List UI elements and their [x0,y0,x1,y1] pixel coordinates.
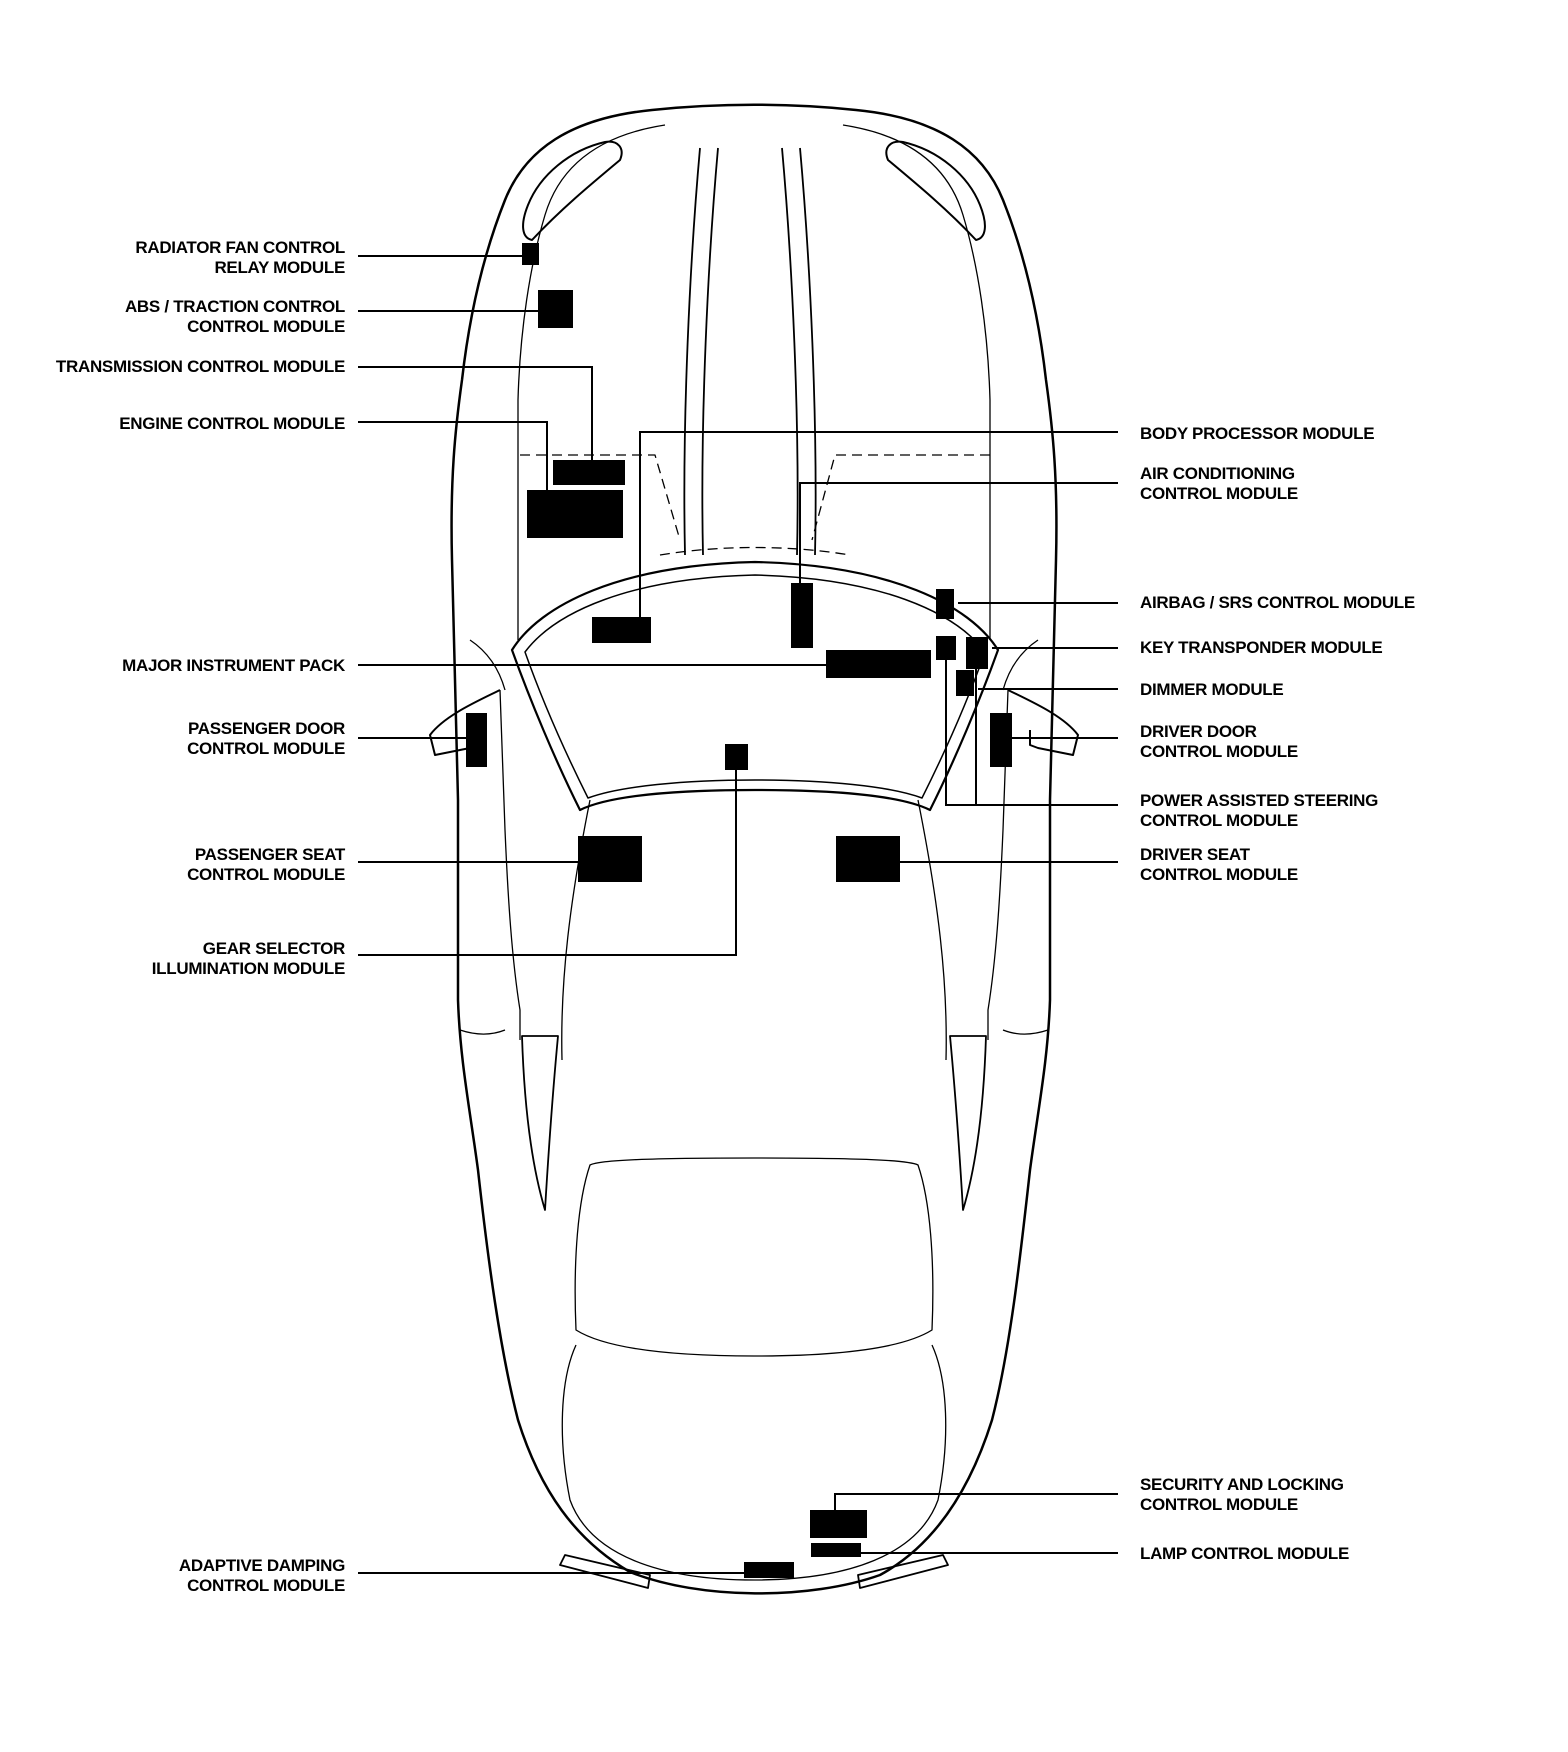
mirror-left [429,689,501,756]
label-abs-traction-control-module: ABS / TRACTION CONTROL CONTROL MODULE [124,297,345,336]
bonnet-line-right [781,147,817,556]
label-driver-seat-control-module: DRIVER SEAT CONTROL MODULE [1140,845,1298,884]
label-passenger-door-control-module: PASSENGER DOOR CONTROL MODULE [187,719,345,758]
passenger-seat-module-block [578,836,642,882]
steering-module-block [936,636,956,660]
airbag-module-block [936,589,954,619]
dimmer-module-block [956,670,974,696]
label-driver-door-control-module: DRIVER DOOR CONTROL MODULE [1140,722,1298,761]
leader-transmission [358,366,593,460]
rear-vent-left [521,1035,559,1211]
transmission-module-block [553,460,625,485]
lamp-control-module-block [811,1543,861,1557]
leader-security-locking [834,1493,1118,1510]
label-body-processor-module: BODY PROCESSOR MODULE [1140,424,1375,443]
key-transponder-module-block [966,637,988,669]
instrument-pack-block [826,650,931,678]
label-lamp-control-module: LAMP CONTROL MODULE [1140,1544,1349,1563]
label-dimmer-module: DIMMER MODULE [1140,680,1284,699]
door-line-right [1002,639,1049,1035]
leader-air-conditioning [799,482,1118,583]
rear-vent-right [949,1035,987,1211]
label-passenger-seat-control-module: PASSENGER SEAT CONTROL MODULE [187,845,345,884]
label-power-assisted-steering-control-module: POWER ASSISTED STEERING CONTROL MODULE [1140,791,1379,830]
headlamp-left [522,140,623,241]
cabin-right [917,689,1009,1061]
leader-engine [358,421,548,490]
label-radiator-fan-relay-module: RADIATOR FAN CONTROL RELAY MODULE [135,238,345,277]
label-major-instrument-pack: MAJOR INSTRUMENT PACK [122,656,345,675]
driver-seat-module-block [836,836,900,882]
module-blocks [466,243,1012,1578]
adaptive-damping-module-block [744,1562,794,1578]
label-air-conditioning-control-module: AIR CONDITIONING CONTROL MODULE [1140,464,1298,503]
mirror-right [1007,689,1079,756]
label-security-and-locking-control-module: SECURITY AND LOCKING CONTROL MODULE [1140,1475,1344,1514]
label-transmission-control-module: TRANSMISSION CONTROL MODULE [55,357,345,376]
abs-traction-module-block [538,290,573,328]
label-airbag-srs-control-module: AIRBAG / SRS CONTROL MODULE [1140,593,1415,612]
label-gear-selector-illumination-module: GEAR SELECTOR ILLUMINATION MODULE [151,939,346,978]
engine-module-block [527,490,623,538]
air-conditioning-module-block [791,583,813,648]
bonnet-shutline [520,454,990,556]
label-engine-control-module: ENGINE CONTROL MODULE [119,414,345,433]
leader-body-processor [639,431,1118,617]
leader-lines [358,255,1118,1574]
security-locking-module-block [810,1510,867,1538]
door-line-left [459,639,506,1035]
windscreen-outer [510,560,1000,812]
bonnet-line-left [683,147,719,556]
windscreen-inner [524,574,986,799]
body-outline [450,103,1058,1595]
passenger-door-module-block [466,713,487,767]
rear-window [574,1157,934,1357]
radiator-fan-relay-module-block [522,243,539,265]
leader-power-steering [945,660,1118,806]
body-processor-module-block [592,617,651,643]
headlamp-right [885,140,986,241]
leader-gear-selector [358,770,737,956]
cabin-left [499,689,591,1061]
label-adaptive-damping-control-module: ADAPTIVE DAMPING CONTROL MODULE [178,1556,345,1595]
car-outline [429,103,1079,1595]
label-key-transponder-module: KEY TRANSPONDER MODULE [1140,638,1383,657]
boot-lid [561,1344,947,1581]
tail-lamp-right [857,1554,949,1589]
gear-selector-module-block [725,744,748,770]
driver-door-module-block [990,713,1012,767]
tail-lamp-left [559,1554,651,1589]
